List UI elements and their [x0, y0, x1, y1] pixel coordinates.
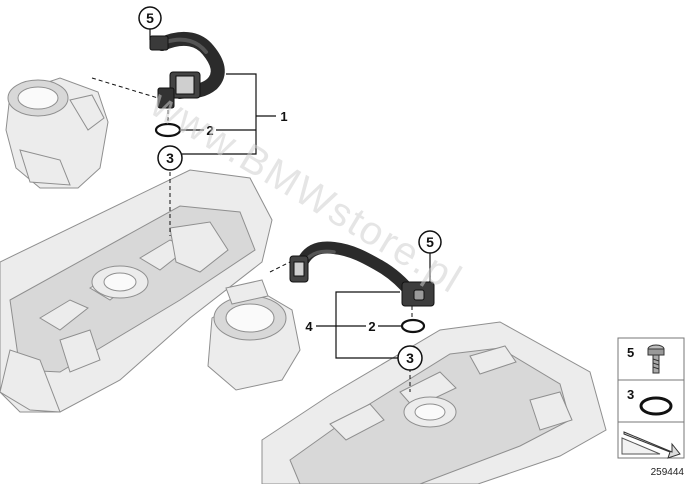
lower-breather-line	[289, 241, 435, 307]
legend-direction-arrow-icon	[621, 431, 681, 459]
callout-lower-breather-line: 4	[305, 319, 313, 334]
callout-lower-screw: 5	[418, 230, 442, 254]
legend-screw-label: 5	[627, 345, 634, 360]
callout-lower-gasket: 2	[368, 319, 375, 334]
callout-lower-oring: 3	[397, 345, 423, 371]
svg-text:3: 3	[166, 150, 174, 166]
diagram-number: 259444	[651, 467, 685, 478]
lower-throttle-housing	[207, 279, 301, 391]
svg-text:3: 3	[406, 350, 414, 366]
lower-cylinder-head-cover	[261, 321, 607, 484]
callout-upper-breather-line: 1	[280, 109, 287, 124]
legend-oring-label: 3	[627, 387, 634, 402]
leader-lines	[149, 28, 431, 359]
upper-cylinder-head-cover	[0, 169, 273, 413]
callout-upper-screw: 5	[138, 6, 162, 30]
svg-text:5: 5	[426, 234, 434, 250]
parts-legend: 5 3	[617, 337, 685, 459]
assembly-dash-lines	[91, 77, 413, 392]
svg-text:5: 5	[146, 10, 154, 26]
legend-screw-cell	[617, 337, 685, 381]
upper-throttle-housing	[5, 77, 109, 189]
legend-screw-icon	[647, 344, 665, 374]
callout-upper-oring: 3	[157, 145, 183, 171]
legend-oring-icon	[639, 396, 673, 416]
callout-upper-gasket: 2	[206, 123, 213, 138]
lower-gasket	[400, 318, 426, 334]
upper-breather-line	[149, 31, 225, 109]
